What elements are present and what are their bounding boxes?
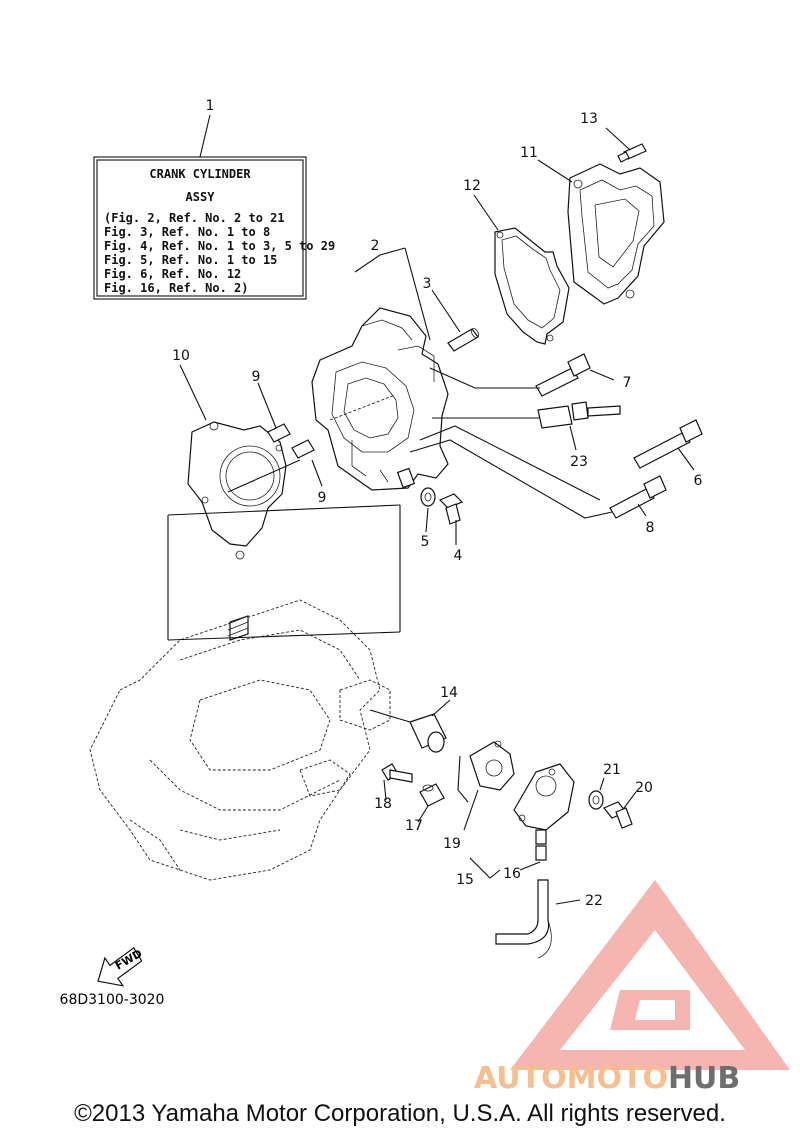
callout-13: 13 bbox=[580, 111, 598, 127]
head-gasket-12 bbox=[473, 194, 570, 345]
callout-18: 18 bbox=[374, 796, 392, 812]
callout-1: 1 bbox=[206, 98, 215, 114]
callout-4: 4 bbox=[454, 548, 463, 564]
callout-20: 20 bbox=[635, 780, 653, 796]
cylinder-head-cover-11 bbox=[537, 159, 665, 305]
assembly-reference-box: CRANK CYLINDER ASSY (Fig. 2, Ref. No. 2 … bbox=[93, 114, 335, 300]
copyright-notice: ©2013 Yamaha Motor Corporation, U.S.A. A… bbox=[74, 1100, 726, 1127]
assembly-title-line2: ASSY bbox=[186, 190, 216, 204]
assembly-ref-line: (Fig. 2, Ref. No. 2 to 21 bbox=[104, 211, 285, 225]
assembly-ref-line: Fig. 6, Ref. No. 12 bbox=[104, 267, 241, 281]
callout-17: 17 bbox=[405, 818, 423, 834]
callout-bracket-2 bbox=[354, 247, 431, 341]
bolt-13 bbox=[605, 127, 647, 163]
callout-21: 21 bbox=[603, 762, 621, 778]
callout-16: 16 bbox=[503, 866, 521, 882]
bolt-4 bbox=[438, 493, 464, 545]
watermark-part1: AUTOMOTO bbox=[474, 1061, 668, 1096]
thermostat-14 bbox=[369, 699, 451, 753]
assembly-ref-line: Fig. 4, Ref. No. 1 to 3, 5 to 29 bbox=[104, 239, 335, 253]
diagram-code: 68D3100-3020 bbox=[60, 992, 165, 1008]
callout-23: 23 bbox=[570, 454, 588, 470]
callout-22: 22 bbox=[585, 893, 603, 909]
callout-6: 6 bbox=[694, 473, 703, 489]
crankcase-block bbox=[89, 504, 401, 881]
watermark-part2: HUB bbox=[668, 1061, 740, 1096]
callout-8: 8 bbox=[646, 520, 655, 536]
fwd-arrow-icon: FWD bbox=[97, 947, 144, 987]
dowel-pin-3 bbox=[431, 289, 480, 352]
spark-plug-23 bbox=[537, 401, 621, 451]
assembly-ref-line: Fig. 5, Ref. No. 1 to 15 bbox=[104, 253, 277, 267]
callout-2: 2 bbox=[371, 238, 380, 254]
callout-15: 15 bbox=[456, 872, 474, 888]
callout-3: 3 bbox=[423, 276, 432, 292]
thermostat-cover-15 bbox=[469, 763, 575, 879]
bolt-6 bbox=[633, 419, 703, 471]
callout-14: 14 bbox=[440, 685, 458, 701]
cylinder-gasket-10 bbox=[179, 364, 301, 560]
assembly-title-line1: CRANK CYLINDER bbox=[149, 167, 251, 181]
bolt-leader-lines bbox=[409, 367, 613, 519]
callout-19: 19 bbox=[443, 836, 461, 852]
dowel-pin-9 bbox=[257, 382, 323, 487]
callout-7: 7 bbox=[623, 375, 632, 391]
washer-21 bbox=[588, 777, 605, 810]
grommet-17 bbox=[417, 783, 445, 823]
bolt-20 bbox=[603, 791, 637, 829]
bolt-18 bbox=[381, 763, 413, 801]
automotohub-watermark-logo: AUTOMOTOHUB bbox=[474, 880, 790, 1096]
callout-numbers: 1 2 3 4 5 6 7 8 9 9 10 11 12 13 14 15 16… bbox=[172, 98, 702, 909]
callout-9: 9 bbox=[318, 490, 327, 506]
callout-10: 10 bbox=[172, 348, 190, 364]
watermark-text: AUTOMOTOHUB bbox=[474, 1061, 740, 1096]
callout-12: 12 bbox=[463, 178, 481, 194]
assembly-ref-line: Fig. 3, Ref. No. 1 to 8 bbox=[104, 225, 270, 239]
callout-5: 5 bbox=[421, 534, 430, 550]
bolt-7 bbox=[535, 353, 615, 397]
callout-9: 9 bbox=[252, 369, 261, 385]
fitting-16 bbox=[519, 845, 547, 871]
hose-22 bbox=[495, 879, 581, 959]
bolt-8 bbox=[609, 475, 667, 519]
cylinder-head-2 bbox=[311, 307, 449, 491]
washer-5 bbox=[420, 487, 436, 533]
gasket-19 bbox=[457, 740, 515, 831]
callout-11: 11 bbox=[520, 145, 538, 161]
assembly-ref-line: Fig. 16, Ref. No. 2) bbox=[104, 281, 249, 295]
